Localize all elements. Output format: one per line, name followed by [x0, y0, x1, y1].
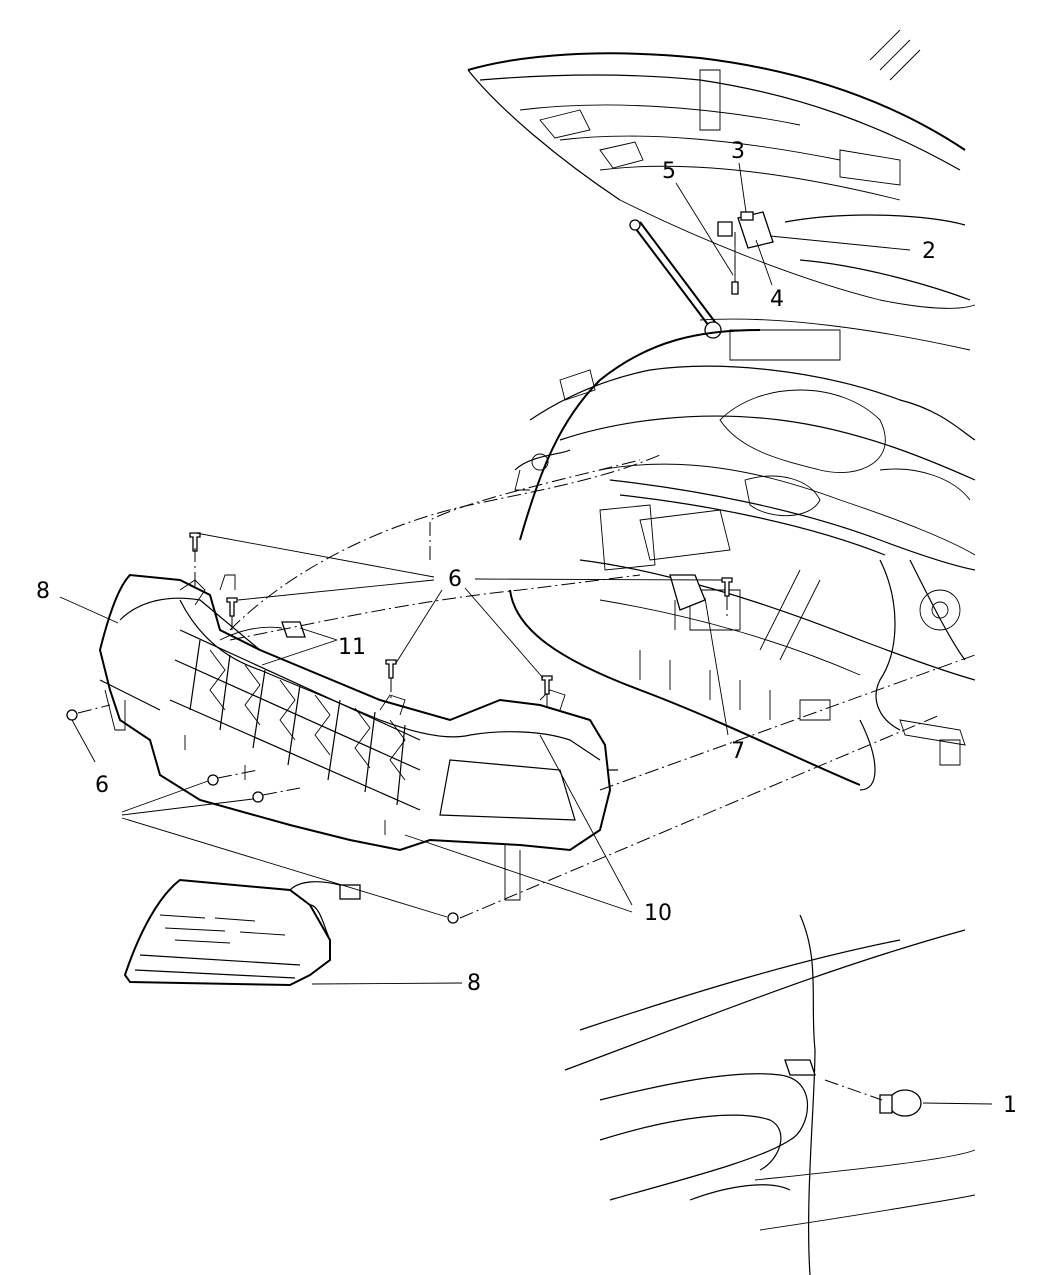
callout-6-left: 6 [95, 773, 109, 798]
callout-10: 10 [644, 901, 672, 926]
callout-8-top: 8 [36, 579, 50, 604]
callout-3: 3 [731, 139, 745, 164]
leader-lines [59, 162, 993, 1105]
headlamp-assembly [123, 878, 361, 987]
alignment-lines [77, 232, 976, 1101]
fender-illustration [564, 914, 976, 1275]
grille-opening-panel [98, 573, 618, 901]
hood-illustration [467, 29, 976, 361]
callout-7: 7 [731, 739, 745, 764]
callout-8-bottom: 8 [467, 971, 481, 996]
callout-2: 2 [922, 239, 936, 264]
callout-4: 4 [770, 287, 784, 312]
callout-6-top: 6 [448, 567, 462, 592]
callout-5: 5 [662, 159, 676, 184]
callout-labels: 1 2 3 4 5 6 6 6 7 8 8 10 11 [36, 139, 1017, 1118]
engine-compartment-illustration [509, 329, 976, 791]
fasteners [66, 532, 733, 924]
hood-support-strut [629, 219, 722, 339]
callout-1: 1 [1003, 1093, 1017, 1118]
hood-latch-bracket [717, 211, 774, 295]
callout-11: 11 [338, 635, 366, 660]
